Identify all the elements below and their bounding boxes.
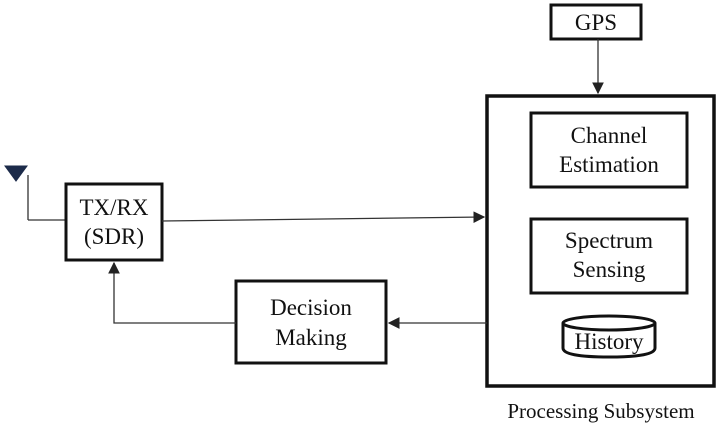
channel-estimation-block: Channel Estimation xyxy=(529,111,689,189)
processing-subsystem-caption: Processing Subsystem xyxy=(507,399,694,423)
decision-making-label-line2: Making xyxy=(275,325,347,350)
spectrum-sensing-block: Spectrum Sensing xyxy=(529,217,689,295)
spectrum-sensing-label-line2: Sensing xyxy=(573,257,646,282)
decision-making-label-line1: Decision xyxy=(270,295,352,320)
gps-block: GPS xyxy=(549,3,643,41)
antenna-icon xyxy=(4,165,29,220)
decision-making-block: Decision Making xyxy=(234,279,388,365)
txrx-sdr-block: TX/RX (SDR) xyxy=(64,182,164,262)
database-cylinder-icon: History xyxy=(561,314,657,359)
spectrum-sensing-label-line1: Spectrum xyxy=(565,228,653,253)
channel-estimation-label-line1: Channel xyxy=(571,123,648,148)
txrx-label-line1: TX/RX xyxy=(80,195,149,220)
channel-estimation-label-line2: Estimation xyxy=(559,152,659,177)
decision-to-txrx-arrow xyxy=(108,261,236,324)
history-label: History xyxy=(575,329,645,354)
gps-label: GPS xyxy=(575,10,617,35)
txrx-label-line2: (SDR) xyxy=(84,224,144,249)
txrx-to-processing-arrow xyxy=(161,211,486,223)
